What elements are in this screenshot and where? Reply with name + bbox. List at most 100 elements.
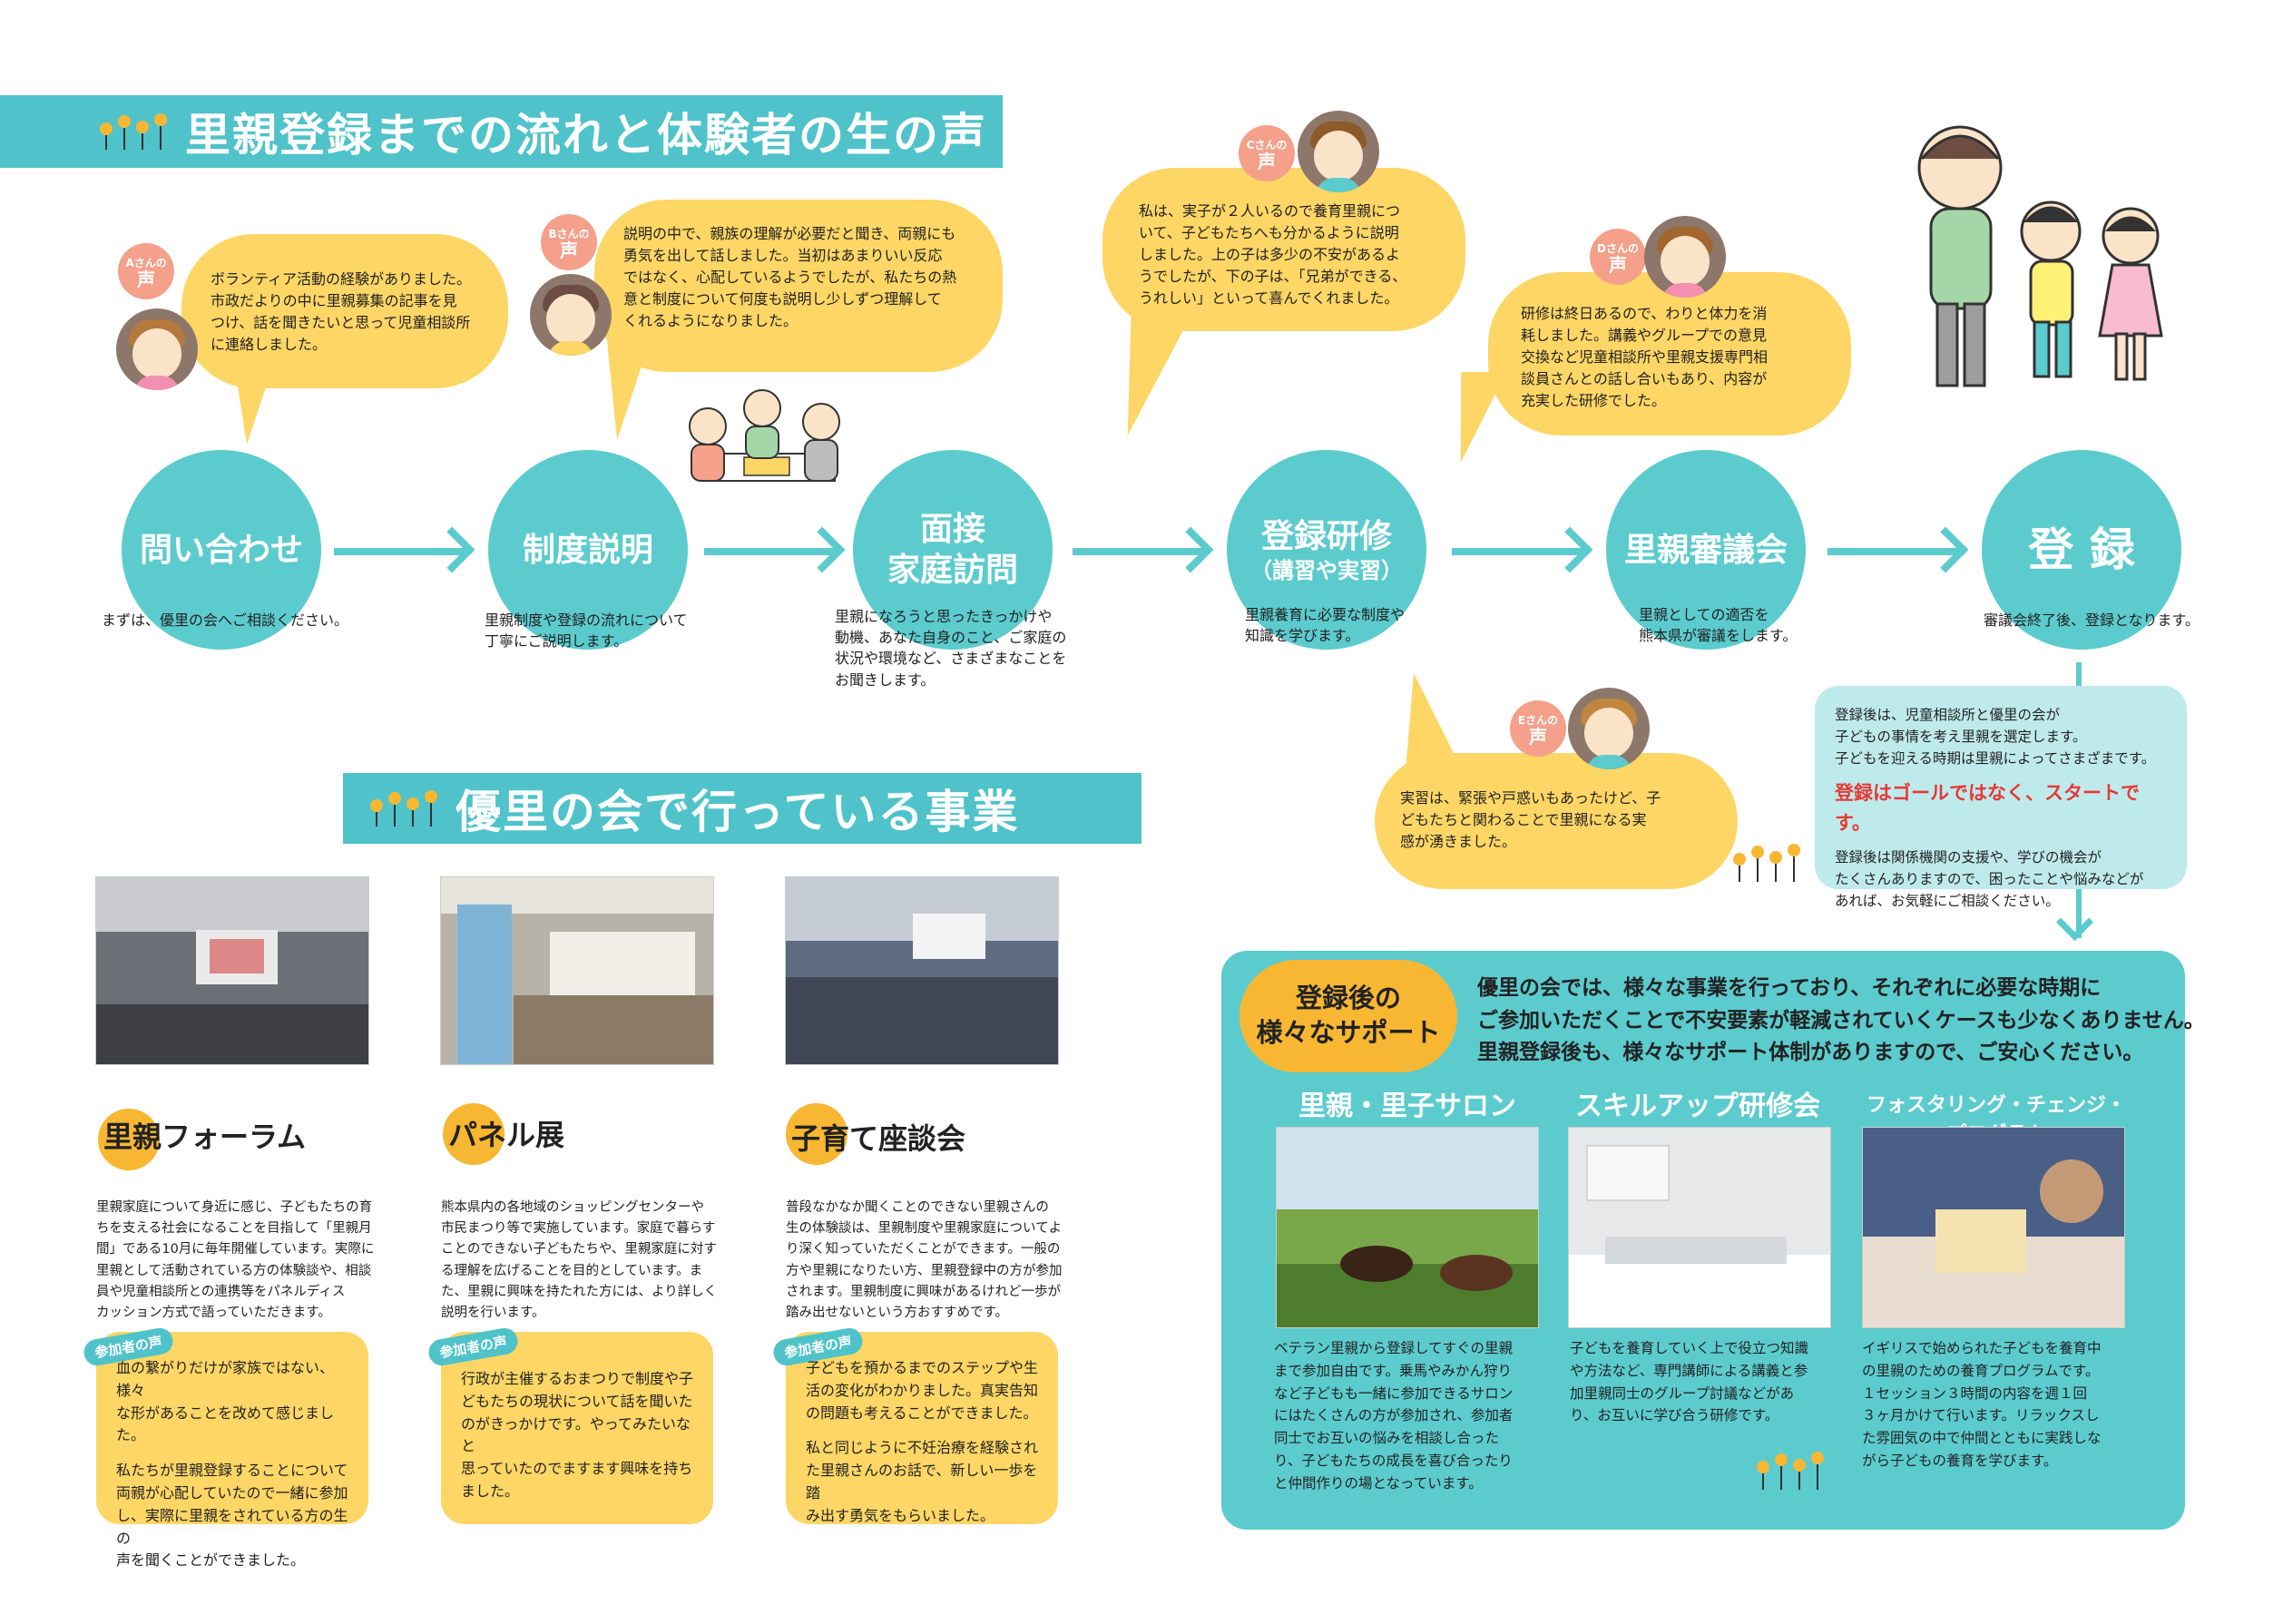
step-desc: 審議会終了後、登録となります。 <box>1984 611 2200 629</box>
voice-bubble-b: 説明の中で、親族の理解が必要だと聞き、両親にも 勇気を出して話しました。当初はあ… <box>594 200 1003 372</box>
forum-photo <box>95 876 369 1065</box>
step-interview: 面接 家庭訪問 <box>853 450 1053 650</box>
after-highlight: 登録はゴールではなく、スタートです。 <box>1835 782 2140 834</box>
step-desc: 里親養育に必要な制度や 知識を学びます。 <box>1245 606 1406 645</box>
support-badge-text: 登録後の 様々なサポート <box>1256 983 1441 1048</box>
voice-bubble-e: 実習は、緊張や戸惑いもあったけど、子 どもたちと関わることで里親になる実 感が湧… <box>1375 753 1738 889</box>
participant-voice: 私たちが里親登録することについて 両親が心配していたので一緒に参加 し、実際に里… <box>116 1462 348 1570</box>
flower-icon <box>1757 1452 1824 1490</box>
step-desc: 里親になろうと思ったきっかけや 動機、あなた自身のこと、ご家庭の 状況や環境など… <box>835 608 1067 689</box>
panel-exhibit-photo <box>440 876 714 1065</box>
support-desc: 子どもを養育していく上で役立つ知識 や方法など、専門講師による講義と参 加里親同… <box>1570 1340 1809 1424</box>
voice-name: Dさんの <box>1597 241 1639 255</box>
fostering-photo <box>1862 1127 2125 1328</box>
voice-label: 声 <box>1258 150 1276 172</box>
voice-label: 声 <box>1609 253 1627 276</box>
after-text-1: 登録後は、児童相談所と優里の会が 子どもの事情を考え里親を選定します。 子どもを… <box>1835 707 2156 768</box>
step-label: 問い合わせ <box>139 531 303 569</box>
voice-text: 私は、実子が２人いるので養育里親につ いて、子どもたちへも分かるように説明 しま… <box>1139 202 1407 307</box>
support-desc: イギリスで始められた子どもを養育中 の里親のための養育プログラムです。 １セッシ… <box>1862 1340 2102 1469</box>
services-title: 優里の会で行っている事業 <box>456 786 1020 838</box>
svc-circle <box>443 1103 505 1165</box>
voice-text: 研修は終日あるので、わりと体力を消 耗しました。講義やグループでの意見 交換など… <box>1521 305 1769 409</box>
avatar-a-icon <box>116 308 198 390</box>
support-title-salon: 里親・里子サロン <box>1298 1091 1516 1122</box>
svc-desc: 里親家庭について身近に感じ、子どもたちの育 ちを支える社会になることを目指して「… <box>96 1200 375 1320</box>
svc-circle <box>98 1109 160 1170</box>
voice-badge-d: Dさんの 声 <box>1590 229 1646 285</box>
svc-circle <box>786 1103 848 1165</box>
voice-badge-a: Aさんの 声 <box>118 243 174 299</box>
parenting-talk-photo <box>785 876 1059 1065</box>
svc-title-forum: 里親フォーラム <box>103 1120 307 1154</box>
support-badge: 登録後の 様々なサポート <box>1239 960 1457 1072</box>
flow-title: 里親登録までの流れと体験者の生の声 <box>185 109 987 161</box>
participant-voice: 行政が主催するおまつりで制度や子 どもたちの現状について話を聞いた のがきっかけ… <box>461 1370 694 1500</box>
step-label: 登 録 <box>2028 523 2135 576</box>
participant-voice: 子どもを預かるまでのステップや生 活の変化がわかりました。真実告知 の問題も考え… <box>806 1359 1039 1422</box>
connector-line <box>2076 662 2082 690</box>
arrow-right-icon <box>704 548 840 555</box>
svc-desc: 普段なかなか聞くことのできない里親さんの 生の体験談は、里親制度や里親家庭につい… <box>786 1200 1063 1320</box>
voice-badge-c: Cさんの 声 <box>1239 125 1295 181</box>
interview-illustration <box>689 389 840 482</box>
voice-name: Bさんの <box>548 227 590 240</box>
svc-title-talk: 子育て座談会 <box>791 1121 966 1156</box>
voice-badge-b: Bさんの 声 <box>541 214 597 270</box>
support-desc: ベテラン里親から登録してすぐの里親 まで参加自由です。乗馬やみかん狩り など子ど… <box>1274 1340 1514 1492</box>
step-training: 登録研修 （講習や実習） <box>1227 450 1426 650</box>
flower-icon <box>100 113 167 150</box>
voice-name: Aさんの <box>125 256 167 269</box>
voice-name: Cさんの <box>1246 138 1288 152</box>
voice-badge-e: Eさんの 声 <box>1510 700 1566 757</box>
step-label: 登録研修 <box>1260 517 1392 555</box>
arrow-right-icon <box>1827 548 1964 555</box>
arrow-right-icon <box>334 548 470 555</box>
arrow-right-icon <box>1452 548 1588 555</box>
step-council: 里親審議会 <box>1606 450 1806 650</box>
family-illustration <box>1917 125 2163 387</box>
participant-voice: 私と同じように不妊治療を経験され た里親さんのお話で、新しい一歩を踏 み出す勇気… <box>806 1439 1039 1524</box>
voice-bubble-a: ボランティア活動の経験がありました。 市政だよりの中に里親募集の記事を見 つけ、… <box>181 234 508 388</box>
connector-line <box>2076 889 2082 938</box>
flower-icon <box>1733 844 1800 882</box>
flower-icon <box>370 790 437 827</box>
voice-text: 説明の中で、親族の理解が必要だと聞き、両親にも 勇気を出して話しました。当初はあ… <box>623 225 957 329</box>
svc-title-panel: パネル展 <box>448 1118 565 1152</box>
step-desc: まずは、優里の会へご相談ください。 <box>102 611 349 629</box>
step-label: 制度説明 <box>522 531 653 569</box>
arrow-right-icon <box>1073 548 1209 555</box>
step-sublabel: （講習や実習） <box>1250 557 1403 583</box>
voice-label: 声 <box>1529 725 1547 748</box>
flow-title-band: 里親登録までの流れと体験者の生の声 <box>0 95 1003 168</box>
participant-voice-box: 血の繋がりだけが家族ではない、様々 な形があることを改めて感じました。 私たちが… <box>96 1332 368 1569</box>
voice-label: 声 <box>137 268 155 290</box>
avatar-c-icon <box>1298 111 1379 192</box>
step-label: 面接 家庭訪問 <box>887 511 1018 589</box>
voice-text: ボランティア活動の経験がありました。 市政だよりの中に里親募集の記事を見 つけ、… <box>211 270 472 353</box>
voice-text: 実習は、緊張や戸惑いもあったけど、子 どもたちと関わることで里親になる実 感が湧… <box>1400 789 1661 850</box>
avatar-e-icon <box>1568 688 1650 769</box>
participant-voice-box: 子どもを預かるまでのステップや生 活の変化がわかりました。真実告知 の問題も考え… <box>786 1332 1058 1524</box>
support-intro: 優里の会では、様々な事業を行っており、それぞれに必要な時期に ご参加いただくこと… <box>1477 976 2205 1065</box>
after-registration-info: 登録後は、児童相談所と優里の会が 子どもの事情を考え里親を選定します。 子どもを… <box>1815 686 2187 909</box>
voice-label: 声 <box>560 239 578 261</box>
support-title-skillup: スキルアップ研修会 <box>1575 1091 1820 1122</box>
skillup-photo <box>1568 1127 1831 1328</box>
step-registration: 登 録 <box>1982 450 2181 650</box>
avatar-b-icon <box>530 274 612 356</box>
step-inquiry: 問い合わせ <box>122 450 321 650</box>
after-text-2: 登録後は関係機関の支援や、学びの機会が たくさんありますので、困ったことや悩みな… <box>1835 849 2144 910</box>
step-label: 里親審議会 <box>1623 531 1788 569</box>
step-desc: 里親としての適否を 熊本県が審議をします。 <box>1639 606 1798 645</box>
step-desc: 里親制度や登録の流れについて 丁寧にご説明します。 <box>485 611 688 651</box>
participant-voice: 血の繋がりだけが家族ではない、様々 な形があることを改めて感じました。 <box>116 1359 335 1444</box>
svc-desc: 熊本県内の各地域のショッピングセンターや 市民まつり等で実施しています。家庭で暮… <box>441 1200 718 1320</box>
voice-bubble-d: 研修は終日あるので、わりと体力を消 耗しました。講義やグループでの意見 交換など… <box>1488 272 1851 435</box>
step-explanation: 制度説明 <box>488 450 688 650</box>
participant-voice-box: 行政が主催するおまつりで制度や子 どもたちの現状について話を聞いた のがきっかけ… <box>441 1332 713 1524</box>
voice-bubble-c: 私は、実子が２人いるので養育里親につ いて、子どもたちへも分かるように説明 しま… <box>1102 168 1465 331</box>
services-title-band: 優里の会で行っている事業 <box>343 773 1142 844</box>
voice-name: Eさんの <box>1517 713 1559 727</box>
avatar-d-icon <box>1644 216 1726 298</box>
